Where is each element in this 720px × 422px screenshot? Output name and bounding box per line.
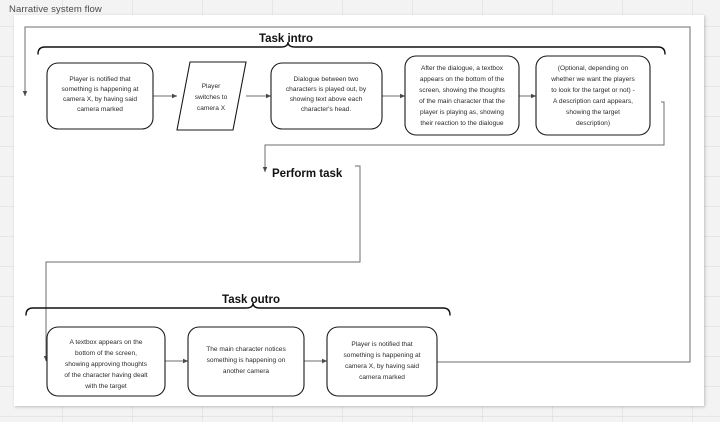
task-outro-brace [25,302,451,316]
group-label-task-intro: Task intro [259,33,313,45]
edge-performtask-to-outro1 [43,165,361,362]
node-outro-1-line-4: of the character having dealt [64,372,147,379]
node-intro-5-line-2: whether we want the players [550,76,635,83]
group-label-perform-task: Perform task [272,168,343,180]
node-intro-4-line-2: appears on the bottom of the [420,76,505,83]
page-title: Narrative system flow [9,4,102,15]
node-intro-4-line-4: of the main character that the [419,98,505,105]
node-intro-5[interactable]: (Optional, depending on whether we want … [535,55,651,136]
edge-intro5-to-performtask [262,101,665,173]
node-intro-2-line-2: switches to [195,94,228,101]
group-perform-task[interactable]: Perform task [272,168,343,180]
node-intro-3-line-3: showing text above each [290,96,363,103]
node-outro-3-line-3: camera X, by having said [345,363,419,370]
node-intro-1-line-4: camera marked [77,106,123,113]
node-intro-5-line-4: A description card appears, [553,98,633,105]
node-outro-3-line-4: camera marked [359,374,405,381]
node-outro-3[interactable]: Player is notified that something is hap… [326,326,438,397]
node-intro-5-line-6: description) [576,120,610,127]
node-intro-2-line-1: Player [202,83,221,90]
edge-outro3-to-intro1 [22,26,691,363]
node-outro-2[interactable]: The main character notices something is … [187,326,305,397]
group-task-outro: Task outro [25,294,451,316]
node-intro-3-line-4: character's head. [301,106,352,113]
node-intro-1-line-3: camera X, by having said [63,96,137,103]
node-intro-3-line-1: Dialogue between two [294,76,359,83]
node-intro-4-line-5: player is playing as, showing [420,109,504,116]
node-outro-1-line-5: with the target [84,383,127,390]
node-intro-3-line-2: characters is played out, by [286,86,367,93]
connector-layer [22,26,691,364]
node-intro-3[interactable]: Dialogue between two characters is playe… [270,62,383,130]
node-outro-1-line-3: showing approving thoughts [65,361,148,368]
node-outro-3-line-2: something is happening at [344,352,421,359]
task-intro-brace [37,41,666,55]
node-intro-4-line-1: After the dialogue, a textbox [421,65,504,72]
node-intro-5-line-3: to look for the target or not) - [551,87,635,94]
node-intro-4-line-6: their reaction to the dialogue [420,120,504,127]
node-outro-3-line-1: Player is notified that [351,341,412,348]
node-intro-1-line-2: something is happening at [62,86,139,93]
node-intro-5-line-5: showing the target [566,109,620,116]
node-intro-4-line-3: screen, showing the thoughts [419,87,505,94]
node-outro-1-line-2: bottom of the screen, [75,350,137,357]
node-outro-1-line-1: A textbox appears on the [70,339,143,346]
group-task-intro: Task intro [37,33,666,55]
node-outro-2-line-2: something is happening on [207,357,286,364]
node-outro-2-line-3: another camera [223,368,270,375]
node-intro-4[interactable]: After the dialogue, a textbox appears on… [404,55,520,136]
node-intro-2-line-3: camera X [197,105,226,112]
node-outro-2-line-1: The main character notices [206,346,286,353]
node-intro-1[interactable]: Player is notified that something is hap… [46,62,154,130]
group-label-task-outro: Task outro [222,294,280,306]
node-intro-1-line-1: Player is notified that [69,76,130,83]
node-intro-2[interactable]: Player switches to camera X [176,61,247,131]
node-intro-5-line-1: (Optional, depending on [558,65,629,72]
node-outro-1[interactable]: A textbox appears on the bottom of the s… [46,326,166,397]
